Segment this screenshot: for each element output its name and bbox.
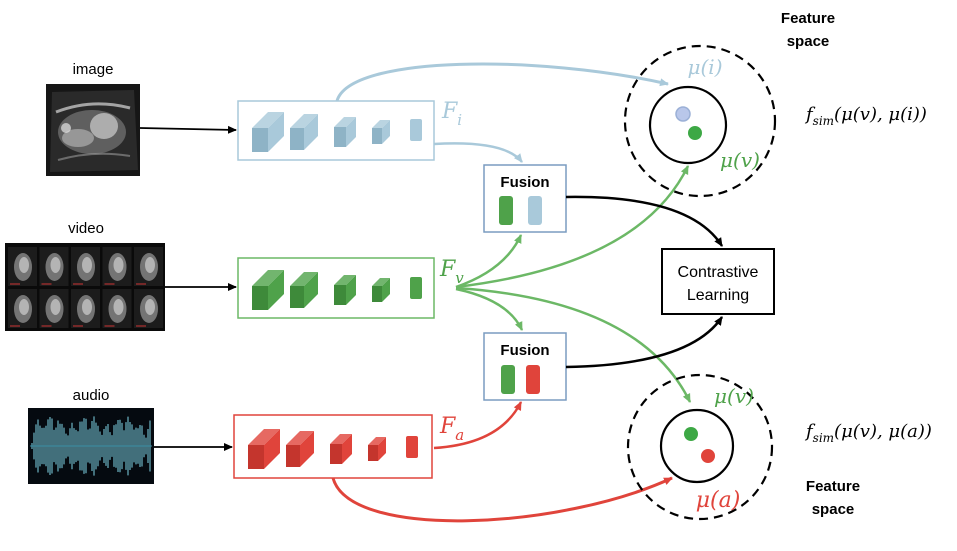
fusion-bottom-to-contrastive-arrow <box>565 316 724 369</box>
encoder-layer-front-face <box>286 445 300 467</box>
encoder-layer-front-face <box>372 128 382 144</box>
contrastive-line2: Learning <box>687 287 749 304</box>
encoder-layer-top-face <box>290 114 318 128</box>
mu-v-label-bottom: μ(v) <box>714 384 754 408</box>
video-frame-highlight <box>145 299 155 315</box>
encoder-layer-top-face <box>286 431 314 445</box>
video-frame-highlight <box>50 299 61 315</box>
video-frame-highlight <box>82 257 92 273</box>
image-encoder <box>237 100 435 161</box>
encoder-layer-side-face <box>382 120 390 144</box>
encoder-layer-top-face <box>290 272 318 286</box>
feature-space-top <box>623 44 777 198</box>
encoder-layer-front-face <box>290 286 304 308</box>
encoder-layer-top-face <box>368 437 386 445</box>
feature-space-bottom <box>626 373 774 521</box>
encoder-layer-top-face <box>334 275 356 285</box>
video-encoder <box>237 257 435 319</box>
encoder-layer-top-face <box>330 434 352 444</box>
encoder-layer-front-face <box>290 128 304 150</box>
fusion-top-label: Fusion <box>500 174 549 191</box>
mu-v-point-top <box>688 126 702 140</box>
image-input-label: image <box>73 61 114 78</box>
audio-input-label: audio <box>73 387 110 404</box>
encoder-layer-side-face <box>268 112 284 152</box>
encoder-layer-side-face <box>300 431 314 467</box>
video-input-label: video <box>68 220 104 237</box>
image-to-feature-space-arrow <box>335 62 669 102</box>
video-to-bottom-space-arrow <box>455 286 692 403</box>
video-frame-highlight <box>50 257 61 273</box>
audio-to-feature-space-arrow <box>331 476 673 523</box>
contrastive-line1: Contrastive <box>678 264 759 281</box>
encoder-layer-top-face <box>252 112 284 128</box>
video-frames-thumbnail <box>5 243 165 331</box>
sim-top-formula: fsim(μ(v), μ(i)) <box>804 104 927 128</box>
feature-space-top-title-2: space <box>787 33 830 50</box>
fusion-bottom-label: Fusion <box>500 342 549 359</box>
feature-space-top-title-1: Feature <box>781 10 835 27</box>
mu-i-point <box>675 106 691 122</box>
image-feature-symbol: Fi <box>441 99 462 129</box>
video-to-fusion-top-arrow <box>455 234 523 289</box>
encoder-output-vector <box>410 277 422 299</box>
video-frame-highlight <box>113 257 124 273</box>
mu-a-point <box>701 449 715 463</box>
contrastive-learning-box: Contrastive Learning <box>661 248 775 315</box>
encoder-layer-side-face <box>342 434 352 464</box>
ultrasound-image-thumbnail <box>46 84 140 176</box>
sim-bottom-formula: fsim(μ(v), μ(a)) <box>804 421 932 445</box>
video-to-fusion-bottom-arrow <box>455 287 524 331</box>
mu-v-label-top: μ(v) <box>720 148 760 172</box>
mu-v-point-bottom <box>684 427 698 441</box>
fusion-top-to-contrastive-arrow <box>565 195 724 247</box>
video-frame-highlight <box>19 257 29 273</box>
video-frame-highlight <box>145 257 155 273</box>
encoder-layer-top-face <box>252 270 284 286</box>
mu-a-label: μ(a) <box>696 488 741 513</box>
fusion-box-top: Fusion <box>483 164 567 233</box>
audio-encoder <box>233 414 433 479</box>
feature-space-bottom-title-1: Feature <box>806 478 860 495</box>
video-frame-highlight <box>113 299 124 315</box>
encoder-layer-side-face <box>382 278 390 302</box>
feature-space-bottom-title-2: space <box>812 501 855 518</box>
encoder-layer-front-face <box>372 286 382 302</box>
encoder-layer-side-face <box>346 275 356 305</box>
encoder-layer-side-face <box>268 270 284 310</box>
mu-i-label: μ(i) <box>688 55 723 79</box>
encoder-layer-top-face <box>334 117 356 127</box>
encoder-layer-front-face <box>252 128 268 152</box>
encoder-layer-top-face <box>248 429 280 445</box>
video-feature-symbol: Fv <box>439 257 464 287</box>
image-to-encoder-arrow <box>139 125 237 134</box>
encoder-layer-side-face <box>304 114 318 150</box>
encoder-output-vector <box>410 119 422 141</box>
video-to-top-space-arrow <box>455 165 690 289</box>
encoder-layer-front-face <box>368 445 378 461</box>
audio-feature-symbol: Fa <box>439 414 464 444</box>
encoder-layer-side-face <box>346 117 356 147</box>
encoder-output-vector <box>406 436 418 458</box>
audio-to-fusion-arrow <box>433 401 523 450</box>
audio-waveform-thumbnail <box>28 408 154 484</box>
encoder-layer-top-face <box>372 120 390 128</box>
video-frame-highlight <box>19 299 29 315</box>
encoder-layer-front-face <box>248 445 264 469</box>
fusion-box-bottom: Fusion <box>483 332 567 401</box>
encoder-layer-side-face <box>304 272 318 308</box>
encoder-layer-front-face <box>252 286 268 310</box>
encoder-layer-front-face <box>334 127 346 147</box>
encoder-layer-side-face <box>378 437 386 461</box>
video-frame-highlight <box>82 299 92 315</box>
image-to-fusion-arrow <box>433 142 523 163</box>
encoder-layer-front-face <box>330 444 342 464</box>
encoder-layer-front-face <box>334 285 346 305</box>
encoder-layer-side-face <box>264 429 280 469</box>
encoder-layer-top-face <box>372 278 390 286</box>
